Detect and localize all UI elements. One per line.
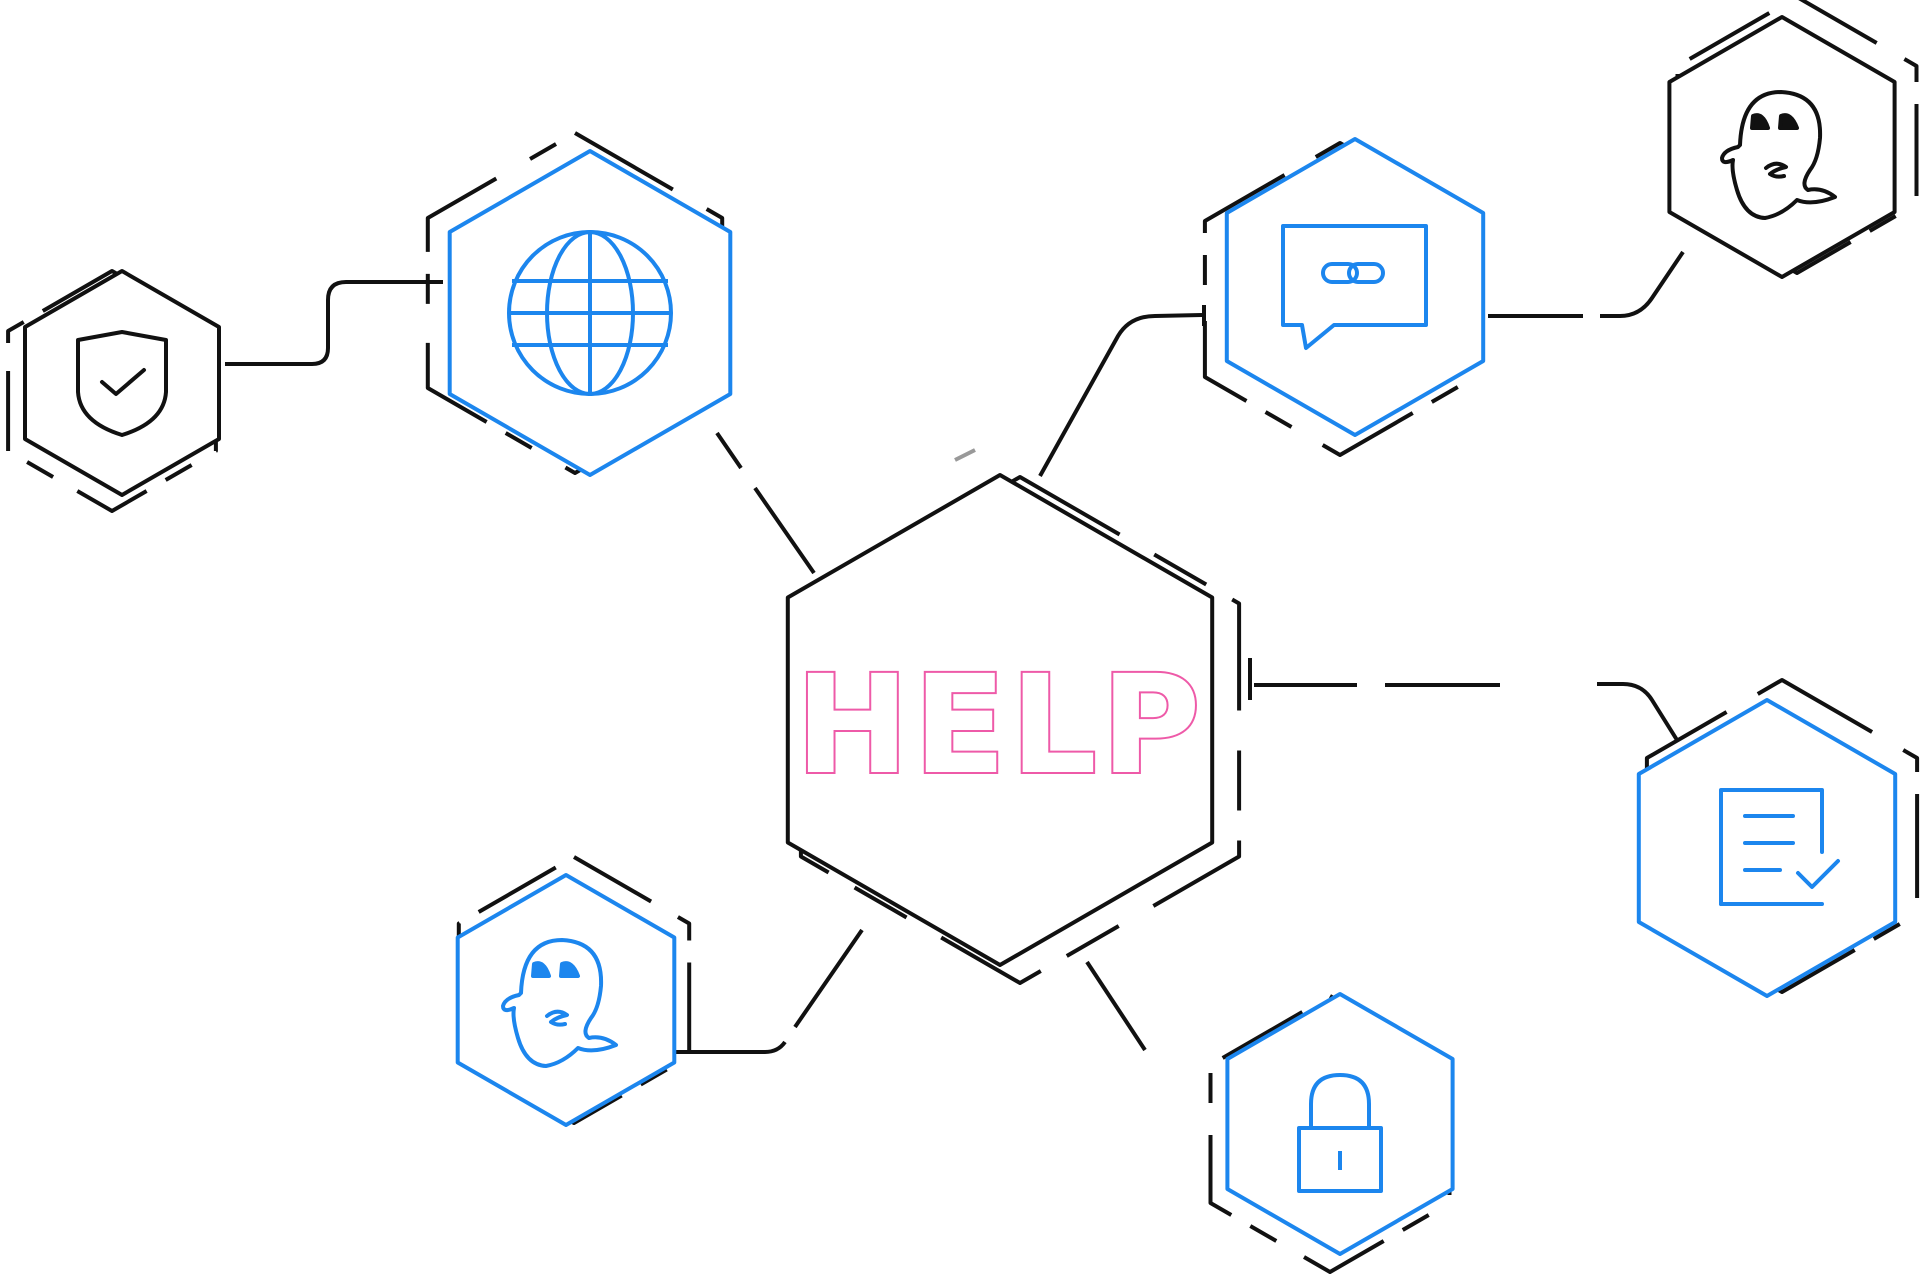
chat-hexagon-outline <box>1224 137 1486 437</box>
ghost-icon <box>501 938 618 1068</box>
connector-center-document <box>1254 682 1679 742</box>
document-check-icon <box>1719 788 1840 906</box>
ghost-top-hexagon <box>1667 0 1919 279</box>
ghost-top-hexagon-dashed-outline <box>1675 0 1919 275</box>
ghost-top-hexagon-outline <box>1667 15 1897 279</box>
document-hexagon-outline <box>1636 698 1898 998</box>
globe-hexagon <box>425 131 733 477</box>
connector-globe-center <box>715 431 816 575</box>
connectors <box>225 250 1685 1054</box>
padlock-icon <box>1297 1073 1383 1193</box>
chat-link-icon <box>1281 224 1428 350</box>
shield-hexagon <box>6 269 221 513</box>
lock-hexagon <box>1208 992 1455 1274</box>
ghost-icon <box>1720 90 1837 220</box>
connector-center-lock <box>1085 960 1147 1052</box>
connector-center-chat <box>1038 313 1203 477</box>
shield-hexagon-outline <box>23 269 221 497</box>
connector-shield-globe <box>225 280 443 366</box>
center-hexagon <box>785 473 1242 985</box>
connector-chat-ghost <box>1488 250 1685 318</box>
center-help-label: HELP <box>795 647 1204 805</box>
document-hexagon-dashed-outline <box>1644 678 1920 994</box>
shield-check-icon <box>76 330 168 437</box>
chat-hexagon <box>1202 137 1486 457</box>
hexagon-layer <box>6 0 1920 1274</box>
globe-hexagon-dashed-outline <box>425 131 725 475</box>
globe-icon <box>507 230 673 396</box>
center-accent-dash <box>954 448 976 462</box>
center-hexagon-outline <box>785 473 1215 967</box>
ghost-bottom-hexagon-outline <box>455 873 677 1127</box>
ghost-bottom-hexagon <box>455 855 692 1127</box>
ghost-bottom-hexagon-dashed-outline <box>456 855 692 1125</box>
document-hexagon <box>1636 678 1920 998</box>
lock-hexagon-outline <box>1225 992 1455 1256</box>
connector-center-ghost <box>676 928 864 1054</box>
